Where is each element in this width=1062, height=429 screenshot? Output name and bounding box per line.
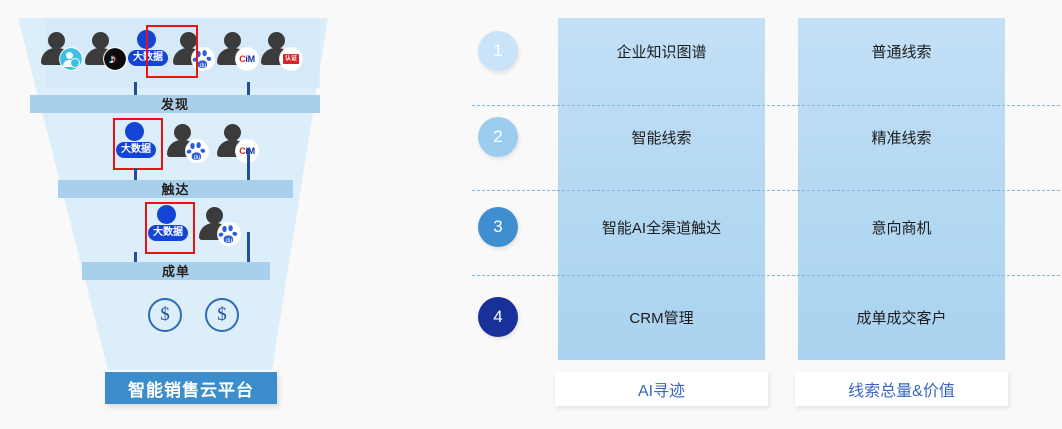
- person-cim: CiM: [216, 122, 260, 162]
- funnel-row-3: 大数据 du: [148, 205, 242, 245]
- highlight-box-row2: [113, 118, 163, 170]
- highlight-box-row1: [146, 25, 198, 78]
- outcome-cell-1: 普通线索: [871, 43, 932, 61]
- svg-text:du: du: [194, 155, 201, 161]
- svg-text:du: du: [200, 63, 207, 69]
- stage-band-label: 成单: [161, 263, 190, 279]
- person-renzheng: 认证: [260, 30, 304, 70]
- flow-arrow: [134, 168, 137, 190]
- outcome-cell-2: 精准线索: [871, 129, 932, 147]
- capability-cell-1: 企业知识图谱: [616, 43, 707, 61]
- capability-footer-label: AI寻迹: [555, 372, 768, 406]
- capability-outcome-table: 1 企业知识图谱 普通线索 2 智能线索 精准线索 3 智能AI全渠道触达 意向…: [450, 0, 1062, 429]
- step-number-1: 1: [478, 31, 518, 71]
- row-divider: [472, 190, 1060, 191]
- platform-label: 智能销售云平台: [105, 372, 277, 404]
- step-number-2: 2: [478, 117, 518, 157]
- person-head: [224, 124, 241, 141]
- stage-band-close: 成单: [82, 262, 270, 280]
- outcome-cell-3: 意向商机: [871, 219, 932, 237]
- person-baidu: du: [198, 205, 242, 245]
- outcome-column: [798, 18, 1005, 360]
- highlight-box-row3: [145, 202, 195, 254]
- funnel-row-2: 大数据 du: [116, 122, 260, 162]
- capability-cell-2: 智能线索: [631, 129, 692, 147]
- person-head: [206, 207, 223, 224]
- bigdata-label: 大数据: [121, 144, 151, 155]
- person-head: [92, 32, 109, 49]
- svg-text:du: du: [226, 238, 233, 244]
- step-number-4: 4: [478, 297, 518, 337]
- step-number-3: 3: [478, 207, 518, 247]
- outcome-cell-4: 成单成交客户: [856, 309, 947, 327]
- person-bigdata-highlighted: 大数据: [116, 122, 160, 162]
- person-head: [125, 122, 144, 141]
- person-body: 大数据: [148, 225, 188, 241]
- stage-band-reach: 触达: [58, 180, 293, 198]
- row-divider: [472, 275, 1060, 276]
- flow-arrow: [247, 82, 250, 104]
- person-head: [180, 32, 197, 49]
- sales-funnel-diagram: ♪♪♪ 大数据 du: [0, 0, 450, 429]
- person-head: [268, 32, 285, 49]
- funnel-row-1: ♪♪♪ 大数据 du: [40, 30, 304, 70]
- person-head: [157, 205, 176, 224]
- coin-icon: $: [205, 298, 239, 332]
- row-divider: [472, 105, 1060, 106]
- person-contact: [40, 30, 84, 70]
- baidu-icon: du: [218, 223, 240, 245]
- outcome-footer-label: 线索总量&价值: [795, 372, 1008, 406]
- renzheng-label: 认证: [282, 54, 299, 64]
- flow-arrow: [247, 232, 250, 272]
- coin-icon: $: [148, 298, 182, 332]
- stage-band-label: 发现: [160, 96, 189, 112]
- person-tiktok: ♪♪♪: [84, 30, 128, 70]
- renzheng-icon: 认证: [280, 48, 302, 70]
- capability-cell-4: CRM管理: [629, 309, 694, 327]
- person-body: 大数据: [116, 142, 156, 158]
- contact-badge-icon: [60, 48, 82, 70]
- person-head: [48, 32, 65, 49]
- bigdata-label: 大数据: [133, 52, 163, 63]
- flow-arrow: [247, 148, 250, 190]
- person-head: [224, 32, 241, 49]
- capability-cell-3: 智能AI全渠道触达: [601, 219, 722, 237]
- person-body: 大数据: [128, 50, 168, 66]
- capability-column: [558, 18, 765, 360]
- stage-band-discover: 发现: [30, 95, 320, 113]
- tiktok-icon: ♪♪♪: [104, 48, 126, 70]
- stage-band-label: 触达: [161, 181, 190, 197]
- person-bigdata-highlighted: 大数据: [148, 205, 192, 245]
- person-head: [174, 124, 191, 141]
- person-baidu: du: [166, 122, 210, 162]
- baidu-icon: du: [186, 140, 208, 162]
- bigdata-label: 大数据: [153, 227, 183, 238]
- flow-arrow: [134, 82, 137, 104]
